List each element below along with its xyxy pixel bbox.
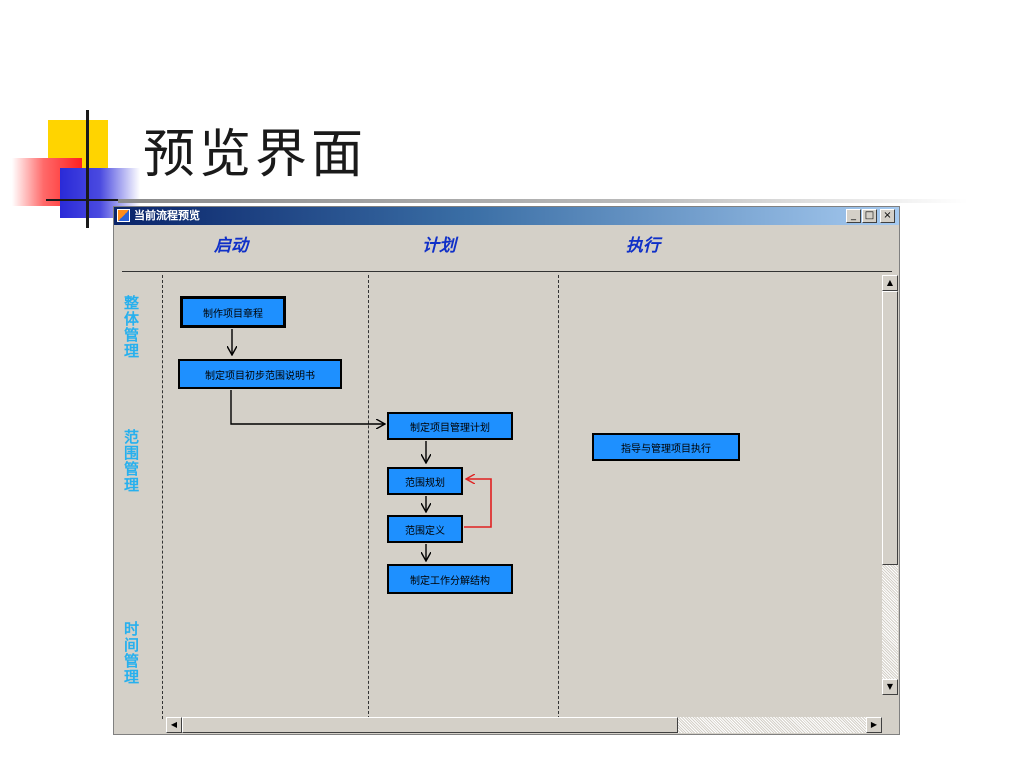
lane-label-scope: 范围管理 <box>122 429 140 493</box>
horizontal-scroll-thumb[interactable] <box>182 717 678 733</box>
arrow-definition-feedback <box>464 479 492 528</box>
task-pm-plan[interactable]: 制定项目管理计划 <box>387 412 513 440</box>
window-titlebar[interactable]: 当前流程预览 _ □ × <box>114 207 899 225</box>
scroll-down-button[interactable]: ▼ <box>882 679 898 695</box>
close-button[interactable]: × <box>880 209 895 223</box>
vertical-scroll-thumb[interactable] <box>882 291 898 565</box>
lane-label-time: 时间管理 <box>122 621 140 685</box>
vertical-scrollbar[interactable]: ▲ ▼ <box>882 275 898 695</box>
column-separator <box>558 275 559 719</box>
phase-header-executing: 执行 <box>626 236 660 256</box>
decor-vertical-line <box>86 110 89 228</box>
minimize-button[interactable]: _ <box>846 209 861 223</box>
decor-horizontal-line <box>46 199 138 201</box>
lane-label-integration: 整体管理 <box>122 295 140 359</box>
task-scope-planning[interactable]: 范围规划 <box>387 467 463 495</box>
task-preliminary-scope[interactable]: 制定项目初步范围说明书 <box>178 359 342 389</box>
flow-preview-window: 当前流程预览 _ □ × 启动 计划 执行 整体管理 范围管理 时间管理 制作项… <box>113 206 900 735</box>
task-wbs[interactable]: 制定工作分解结构 <box>387 564 513 594</box>
phase-header-initiating: 启动 <box>214 236 248 256</box>
task-scope-definition[interactable]: 范围定义 <box>387 515 463 543</box>
maximize-button[interactable]: □ <box>862 209 877 223</box>
phase-header-planning: 计划 <box>422 236 456 256</box>
arrow-prelim-to-plan <box>230 390 385 424</box>
column-separator <box>368 275 369 719</box>
column-separator <box>162 275 163 719</box>
app-flow-icon <box>117 209 130 222</box>
slide-title: 预览界面 <box>143 125 368 185</box>
header-divider <box>122 271 892 272</box>
scroll-left-button[interactable]: ◀ <box>166 717 182 733</box>
task-direct-manage[interactable]: 指导与管理项目执行 <box>592 433 740 461</box>
horizontal-scrollbar[interactable]: ◀ ▶ <box>166 717 882 733</box>
title-underline <box>118 199 968 203</box>
flow-arrows <box>114 329 492 734</box>
scroll-right-button[interactable]: ▶ <box>866 717 882 733</box>
task-charter[interactable]: 制作项目章程 <box>180 296 286 328</box>
window-title: 当前流程预览 <box>134 209 200 222</box>
scroll-up-button[interactable]: ▲ <box>882 275 898 291</box>
